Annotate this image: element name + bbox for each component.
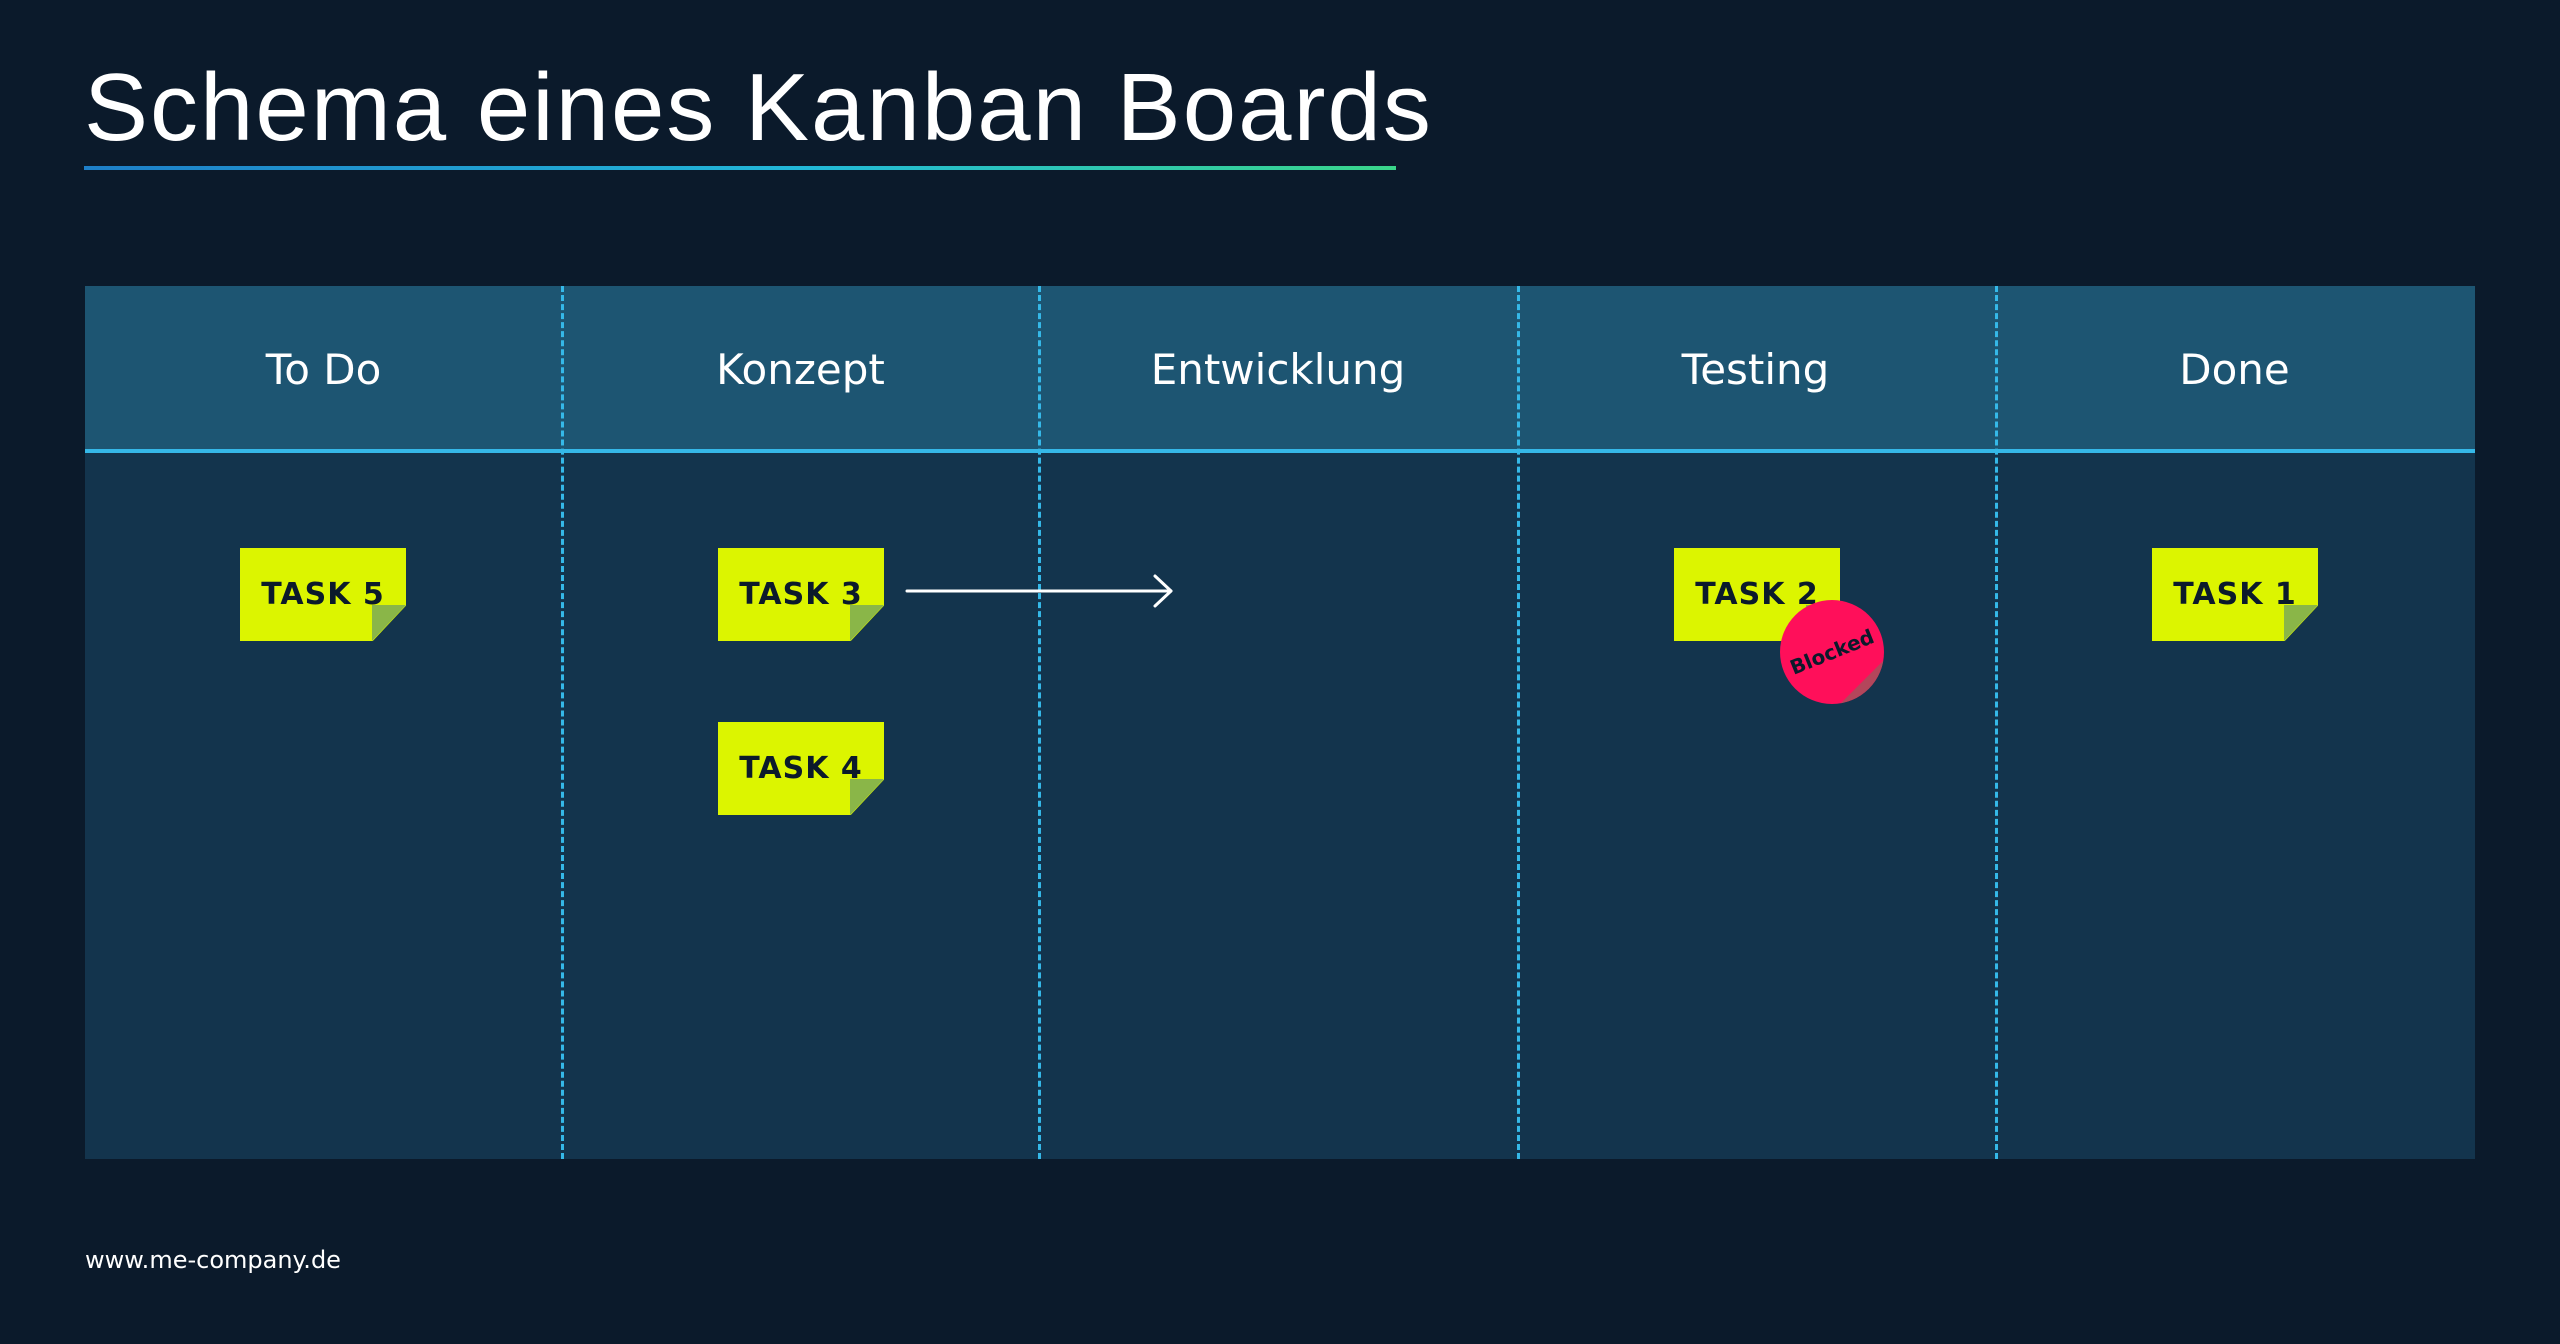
column-divider: [1038, 286, 1041, 1159]
task-card-3[interactable]: TASK 3: [718, 548, 884, 641]
page-title: Schema eines Kanban Boards: [84, 54, 1433, 161]
footer-url: www.me-company.de: [85, 1246, 341, 1274]
task-card-4[interactable]: TASK 4: [718, 722, 884, 815]
column-title-todo: To Do: [265, 345, 382, 394]
task-label: TASK 1: [2173, 577, 2297, 612]
task-card-5[interactable]: TASK 5: [240, 548, 406, 641]
title-underline: [84, 166, 1396, 170]
task-label: TASK 4: [739, 751, 863, 786]
column-title-done: Done: [2179, 345, 2290, 394]
column-divider: [1517, 286, 1520, 1159]
board-header: To Do Konzept Entwicklung Testing Done: [85, 286, 2475, 453]
column-title-testing: Testing: [1681, 345, 1830, 394]
column-title-entwicklung: Entwicklung: [1150, 345, 1406, 394]
task-label: TASK 5: [261, 577, 385, 612]
column-divider: [1995, 286, 1998, 1159]
column-title-konzept: Konzept: [716, 345, 885, 394]
blocked-label: Blocked: [1786, 624, 1878, 680]
arrow-right-icon: [905, 574, 1173, 608]
column-divider: [561, 286, 564, 1159]
kanban-board: To Do Konzept Entwicklung Testing Done: [85, 286, 2475, 1159]
blocked-badge: Blocked: [1780, 600, 1884, 704]
task-card-1[interactable]: TASK 1: [2152, 548, 2318, 641]
task-label: TASK 3: [739, 577, 863, 612]
task-label: TASK 2: [1695, 577, 1819, 612]
